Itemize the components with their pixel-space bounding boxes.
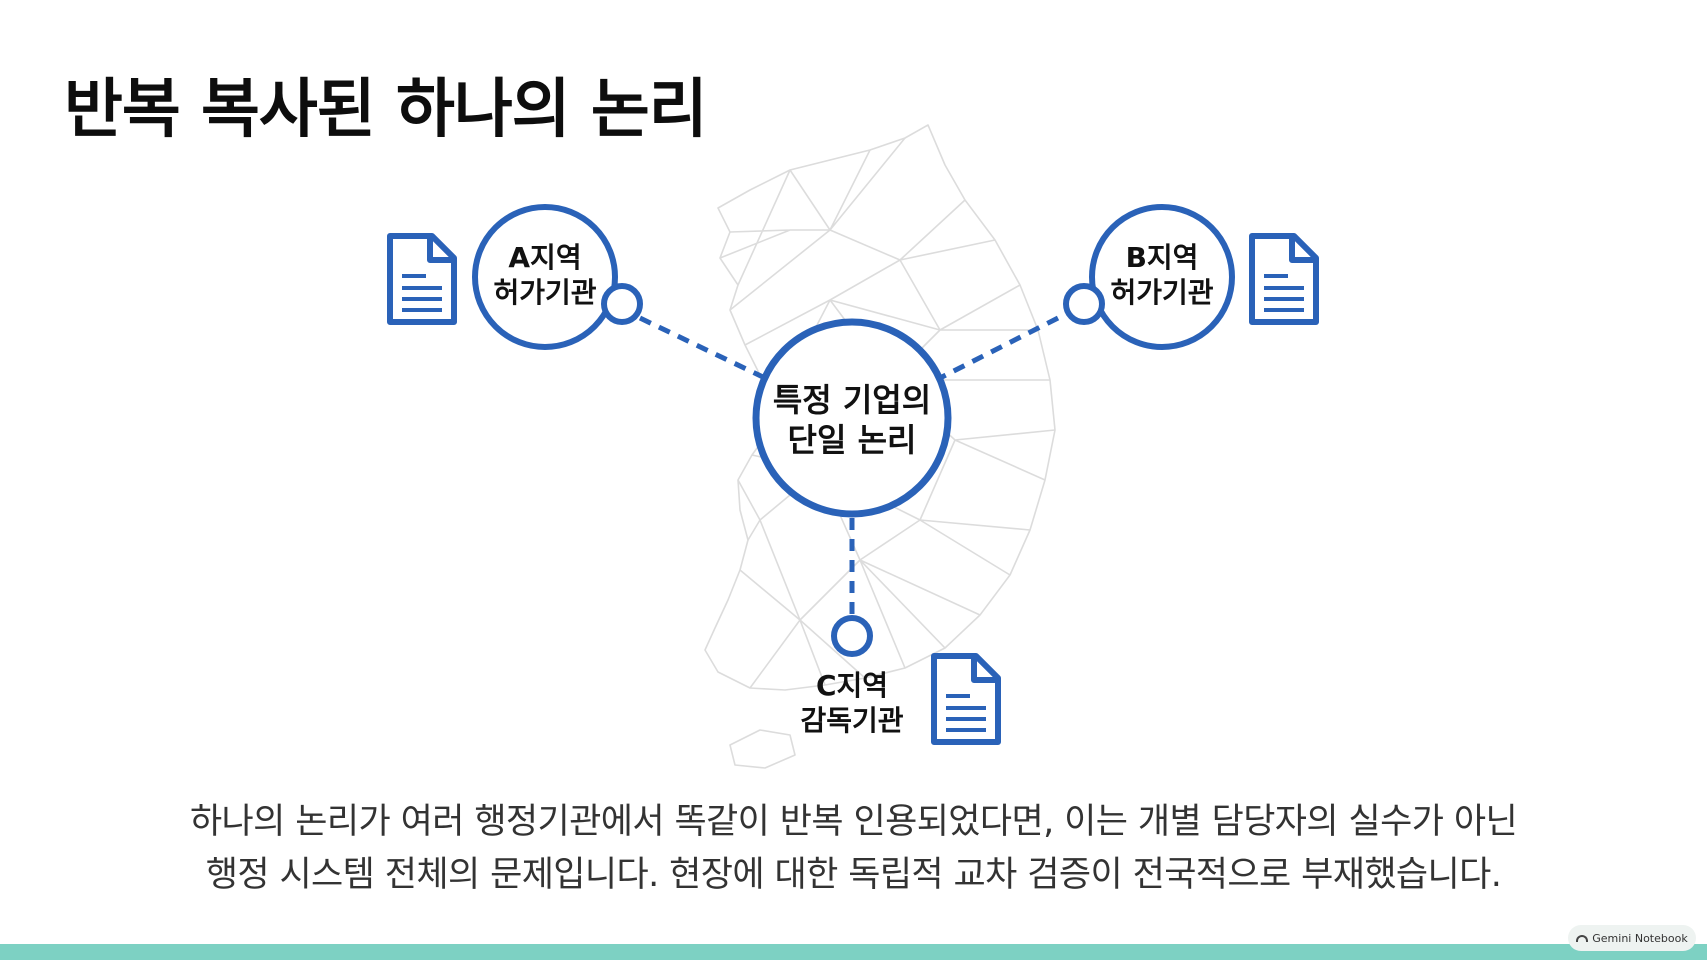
center-label: 특정 기업의 단일 논리	[752, 380, 952, 460]
center-circle	[752, 318, 952, 518]
caption-line1: 하나의 논리가 여러 행정기관에서 똑같이 반복 인용되었다면, 이는 개별 담…	[189, 802, 1518, 842]
page-title: 반복 복사된 하나의 논리	[64, 73, 708, 147]
node-b-line1: B지역	[1125, 241, 1199, 274]
document-icon	[387, 233, 457, 325]
connector-dot-c	[831, 615, 873, 657]
badge-label: Gemini Notebook	[1592, 931, 1688, 945]
node-c-line2: 감독기관	[800, 704, 904, 737]
caption: 하나의 논리가 여러 행정기관에서 똑같이 반복 인용되었다면, 이는 개별 담…	[100, 796, 1607, 902]
bottom-accent-bar	[0, 944, 1707, 960]
document-icon	[931, 653, 1001, 745]
center-line1: 특정 기업의	[772, 381, 932, 419]
node-b-label: B지역 허가기관	[1092, 240, 1232, 310]
node-c-label: C지역 감독기관	[782, 668, 922, 738]
node-a-line2: 허가기관	[493, 276, 597, 309]
node-a-line1: A지역	[508, 241, 582, 274]
gemini-notebook-badge: Gemini Notebook	[1568, 925, 1696, 951]
korea-map-outline	[704, 124, 1056, 769]
connector-lines	[638, 315, 1060, 618]
document-icon	[1249, 233, 1319, 325]
node-a-circle	[472, 204, 618, 350]
center-line2: 단일 논리	[787, 421, 917, 459]
caption-line2: 행정 시스템 전체의 문제입니다. 현장에 대한 독립적 교차 검증이 전국적으…	[205, 855, 1502, 895]
node-c-line1: C지역	[815, 669, 889, 702]
node-b-line2: 허가기관	[1110, 276, 1214, 309]
connector-dot-b	[1063, 283, 1105, 325]
node-b-circle	[1089, 204, 1235, 350]
connector-b	[938, 315, 1060, 381]
node-a-label: A지역 허가기관	[475, 240, 615, 310]
gemini-logo-icon	[1576, 934, 1589, 942]
connector-a	[638, 315, 767, 381]
connector-dot-a	[601, 283, 643, 325]
